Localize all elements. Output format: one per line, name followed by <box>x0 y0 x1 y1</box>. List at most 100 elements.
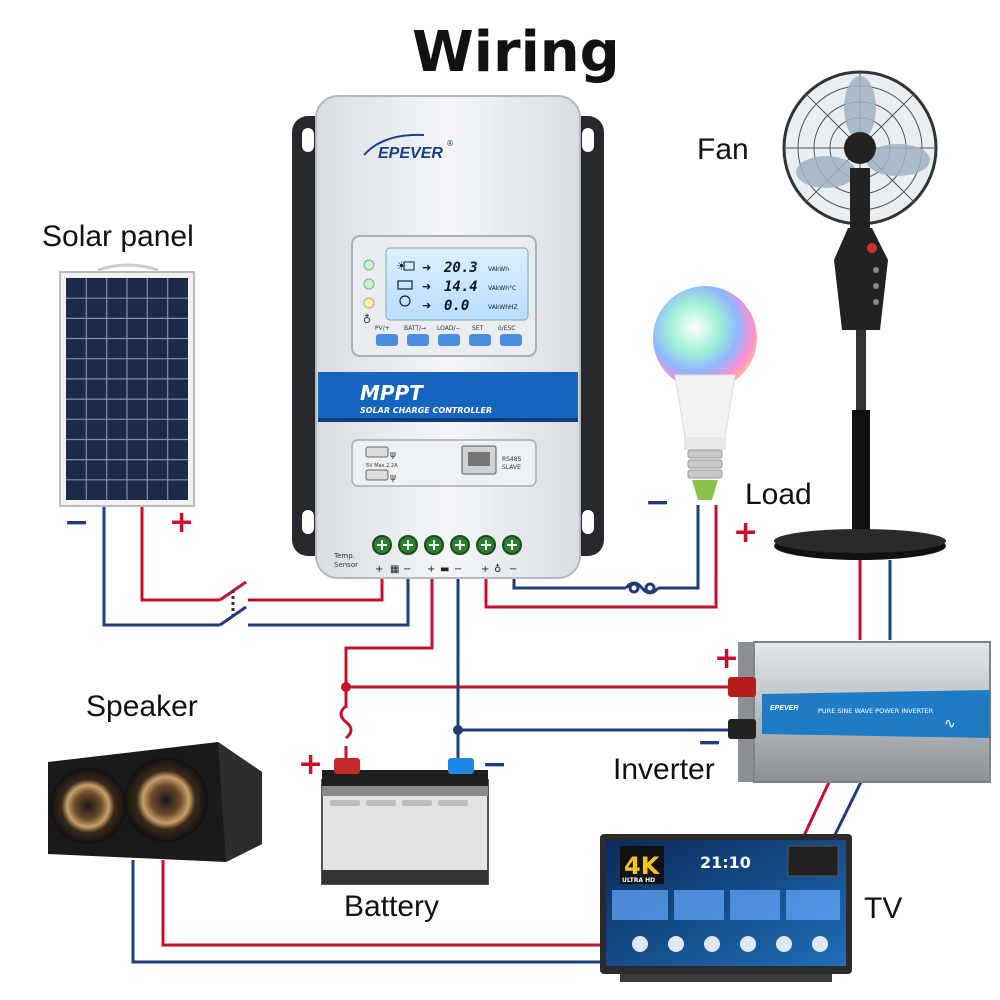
battery-positive-terminal[interactable] <box>334 758 360 774</box>
wire-pv-negative-2 <box>248 560 410 627</box>
charge-controller: EPEVER ® ♁ ☀ ➜ ➜ ➜ 20.3 14.4 0.0 VAkWh V… <box>292 95 604 579</box>
inverter-positive-terminal[interactable] <box>728 677 756 697</box>
esc-button[interactable] <box>500 334 522 346</box>
terminal-sign: + <box>481 564 489 575</box>
sign-load-positive: + <box>733 515 759 550</box>
tv-uhd-badge: ULTRA HD <box>622 877 655 884</box>
terminal-block: + ▦ − + ▬ − + ♁ − <box>372 535 522 575</box>
terminal-sign: + <box>427 564 435 575</box>
mppt-band <box>318 372 578 422</box>
wire-load-positive <box>484 505 718 609</box>
lcd-arrow-icon: ➜ <box>422 261 431 274</box>
usb-icon: ψ <box>390 473 396 483</box>
light-bulb-icon <box>653 286 757 500</box>
mppt-label: MPPT <box>360 381 424 405</box>
sine-wave-icon: ∿ <box>944 716 956 732</box>
tv-4k-badge: 4K <box>624 852 661 880</box>
terminal-sign: − <box>454 564 462 575</box>
inverter-icon: EPEVER PURE SINE WAVE POWER INVERTER ∿ <box>728 641 991 783</box>
label-battery: Battery <box>344 890 440 923</box>
button-label-set: SET <box>472 325 484 332</box>
page-title: Wiring <box>412 20 620 85</box>
inverter-label: PURE SINE WAVE POWER INVERTER <box>818 707 934 715</box>
label-load: Load <box>745 478 812 511</box>
wires <box>102 505 892 964</box>
button-label-pv: PV/+ <box>375 325 390 332</box>
rs485-label: RS485 <box>502 456 522 463</box>
sign-solar-positive: + <box>169 505 195 540</box>
wire-batt-positive <box>344 560 434 760</box>
lcd-battery-icon <box>397 280 413 290</box>
terminal-sign: + <box>375 564 383 575</box>
speaker-icon <box>48 742 262 862</box>
lcd-arrow-icon: ➜ <box>422 280 431 293</box>
controller-brand: EPEVER <box>378 145 443 162</box>
brand-swoosh-icon <box>363 133 425 156</box>
lcd-screen <box>385 247 529 321</box>
wire-pv-positive <box>140 505 220 602</box>
fuse-load <box>624 580 660 596</box>
junction-negative <box>453 725 463 735</box>
lcd-panel-icon <box>403 261 415 271</box>
sign-battery-positive: + <box>298 747 324 782</box>
bulb-small-icon: ♁ <box>363 313 371 326</box>
button-label-load: LOAD/− <box>437 325 461 332</box>
battery-terminal-icon: ▬ <box>440 564 449 575</box>
sign-load-negative: − <box>645 485 671 520</box>
wire-speaker-positive <box>161 860 615 947</box>
lcd-unit-1: VAkWh <box>488 266 509 273</box>
label-inverter: Inverter <box>613 753 715 786</box>
lcd-unit-2: VAkWh°C <box>488 285 516 292</box>
usb-port-1[interactable] <box>365 446 389 458</box>
batt-button[interactable] <box>407 334 429 346</box>
solar-panel-icon <box>59 263 195 507</box>
label-fan: Fan <box>697 133 749 166</box>
sign-solar-negative: − <box>64 505 90 540</box>
sign-inverter-negative: − <box>697 725 723 760</box>
battery-icon <box>321 758 489 885</box>
junction-positive <box>341 682 351 692</box>
usb-icon: ψ <box>390 450 396 460</box>
pv-terminal-icon: ▦ <box>390 564 399 575</box>
inverter-negative-terminal[interactable] <box>728 719 756 739</box>
led-load-icon <box>363 297 375 309</box>
wire-pv-negative <box>102 505 220 627</box>
button-label-esc: ö/ESC <box>498 325 515 332</box>
label-tv: TV <box>864 892 903 925</box>
terminal-sign: − <box>509 564 517 575</box>
sign-inverter-positive: + <box>714 641 740 676</box>
set-button[interactable] <box>469 334 491 346</box>
fan-icon <box>774 70 946 560</box>
temp-sensor-label: Temp. <box>333 552 355 560</box>
inverter-brand: EPEVER <box>770 705 798 712</box>
tv-clock: 21:10 <box>700 853 751 872</box>
button-label-batt: BATT/→ <box>404 325 426 332</box>
terminal-sign: − <box>403 564 411 575</box>
sign-battery-negative: − <box>482 747 508 782</box>
lcd-value-1: 20.3 <box>443 260 478 276</box>
usb-port-2[interactable] <box>365 469 389 481</box>
pv-button[interactable] <box>376 334 398 346</box>
lcd-arrow-icon: ➜ <box>422 299 431 312</box>
lcd-sun-icon: ☀ <box>396 259 407 273</box>
label-solar-panel: Solar panel <box>42 220 194 253</box>
led-batt-icon <box>363 278 375 290</box>
woofer-right <box>124 758 208 842</box>
slave-label: SLAVE <box>502 464 521 471</box>
breaker-switch-2 <box>219 605 247 627</box>
woofer-left <box>50 768 126 844</box>
label-speaker: Speaker <box>86 690 198 723</box>
load-terminal-icon: ♁ <box>494 563 501 575</box>
battery-negative-terminal[interactable] <box>448 758 474 774</box>
lcd-unit-3: VAkWhHZ <box>488 304 518 311</box>
usb-label: 5V Max.2.2A <box>366 463 398 469</box>
led-pv-icon <box>363 259 375 271</box>
temp-sensor-label-2: Sensor <box>334 561 358 569</box>
lcd-value-2: 14.4 <box>444 279 478 295</box>
load-button[interactable] <box>438 334 460 346</box>
lcd-value-3: 0.0 <box>444 298 469 314</box>
wire-speaker-negative <box>131 860 615 964</box>
lcd-bulb-icon <box>399 295 411 307</box>
fuse-battery <box>338 704 354 746</box>
